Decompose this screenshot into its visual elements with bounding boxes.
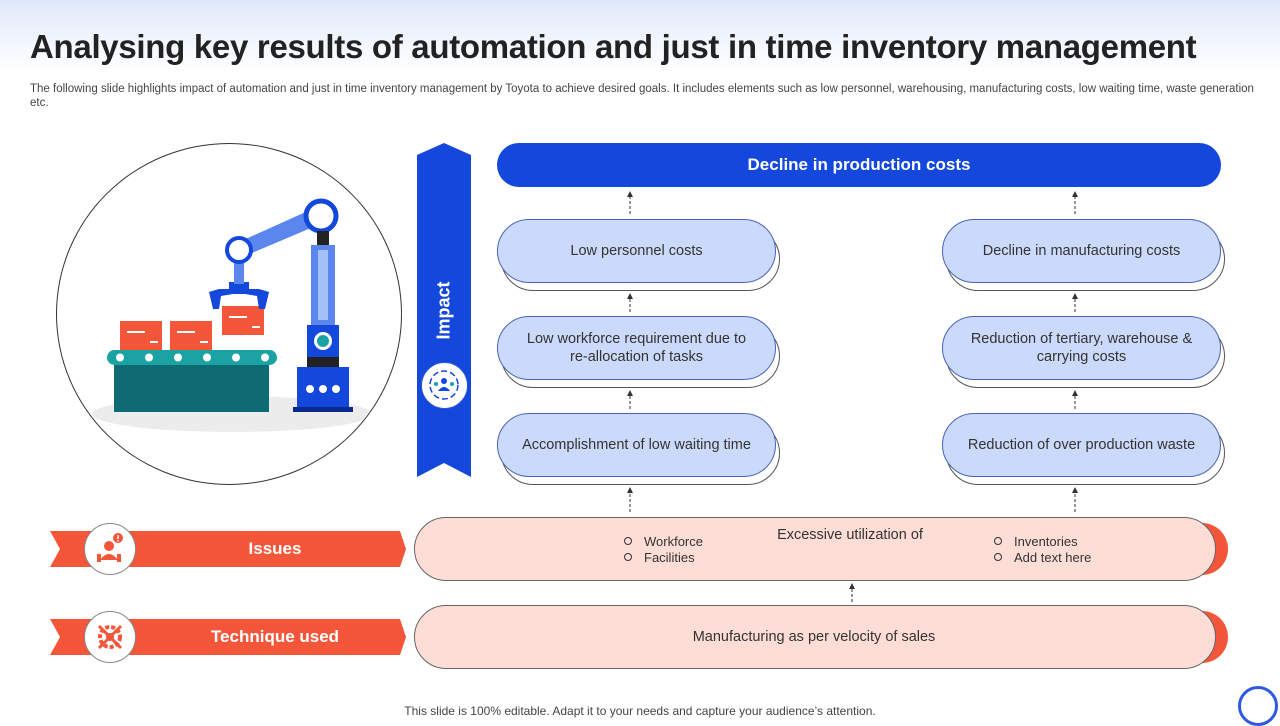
issues-bullets-right: Inventories Add text here — [994, 534, 1091, 566]
right-result-3: Reduction of over production waste — [942, 413, 1225, 485]
left-result-3: Accomplishment of low waiting time — [497, 413, 780, 485]
person-alert-icon — [84, 523, 136, 575]
page-subtitle: The following slide highlights impact of… — [30, 83, 1254, 109]
right-result-1: Decline in manufacturing costs — [942, 219, 1225, 291]
footer-note: This slide is 100% editable. Adapt it to… — [404, 704, 876, 718]
issues-bullets-left: Workforce Facilities — [624, 534, 703, 566]
left-result-2: Low workforce requirement due to re-allo… — [497, 316, 780, 388]
issues-tag: Issues — [50, 531, 406, 567]
issues-heading: Excessive utilization of — [777, 527, 923, 543]
header-background — [0, 0, 1280, 120]
gear-cross-icon — [84, 611, 136, 663]
robot-arm-conveyor-icon — [92, 198, 372, 432]
technique-tag: Technique used — [50, 619, 406, 655]
right-result-2: Reduction of tertiary, warehouse & carry… — [942, 316, 1225, 388]
left-result-1: Low personnel costs — [497, 219, 780, 291]
issues-panel — [414, 517, 1228, 581]
page-title: Analysing key results of automation and … — [30, 28, 1197, 65]
technique-panel — [414, 605, 1228, 669]
issues-label: Issues — [248, 539, 302, 558]
team-target-icon — [421, 362, 468, 409]
technique-label: Technique used — [210, 627, 340, 646]
automation-illustration — [56, 143, 402, 485]
corner-logo-icon — [1238, 686, 1278, 726]
technique-text: Manufacturing as per velocity of sales — [692, 629, 936, 645]
top-result-bar: Decline in production costs — [497, 143, 1221, 187]
